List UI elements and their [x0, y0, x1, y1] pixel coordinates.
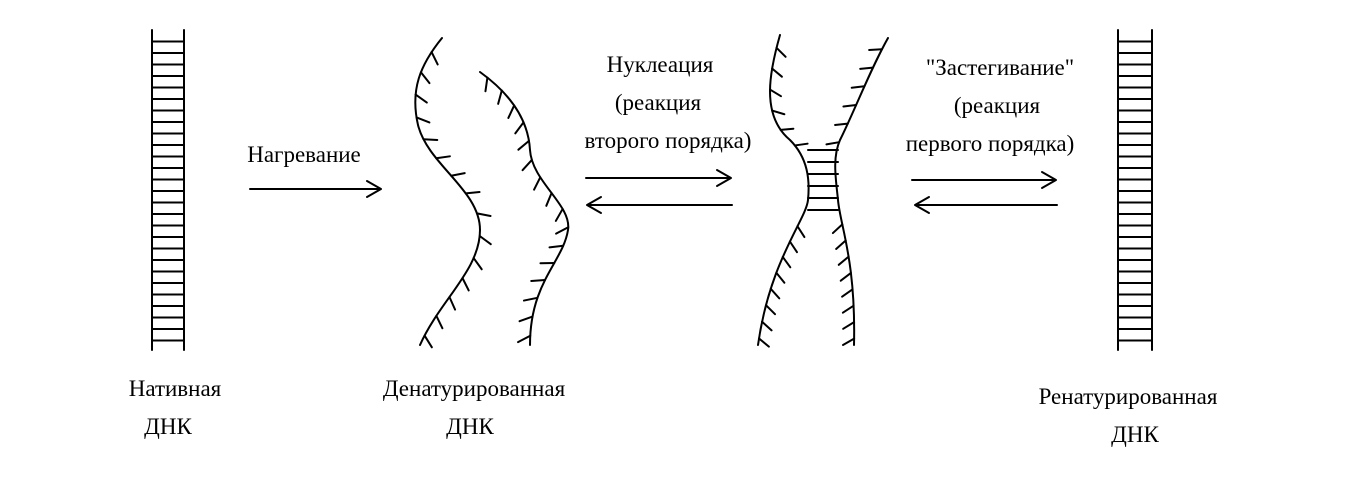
nucleation-label-line3: второго порядка)	[585, 128, 752, 153]
renatured-label-line1: Ренатурированная	[1039, 384, 1218, 409]
denatured-base-tick	[545, 192, 553, 207]
denatured-base-tick	[464, 191, 481, 195]
denatured-base-tick	[422, 138, 439, 141]
nucleated-base-tick	[842, 103, 858, 108]
nucleation-equilibrium-arrows	[585, 169, 733, 214]
denatured-base-tick	[514, 121, 525, 135]
nucleation-label-line1: Нуклеация	[607, 52, 714, 77]
denatured-base-tick	[435, 155, 451, 160]
heating-arrow	[249, 180, 382, 198]
nucleated-base-tick	[859, 66, 874, 70]
nucleated-base-tick	[835, 239, 847, 250]
nucleated-base-tick	[850, 85, 866, 89]
native-label-line1: Нативная	[129, 376, 222, 401]
nucleated-base-tick	[769, 88, 782, 98]
nucleated-base-tick	[771, 109, 786, 116]
denatured-base-tick	[497, 89, 503, 105]
denatured-base-tick	[530, 278, 547, 282]
denatured-base-tick	[484, 76, 489, 93]
zipping-equilibrium-arrows	[911, 171, 1058, 214]
nucleated-base-tick	[793, 142, 809, 147]
denatured-base-tick	[522, 296, 539, 302]
zipping-label-line1: "Застегивание"	[926, 55, 1074, 80]
nucleated-base-tick	[834, 122, 849, 126]
denatured-base-tick	[472, 257, 483, 271]
nucleation-label-line2: (реакция	[615, 90, 702, 115]
nucleated-base-tick	[761, 320, 773, 332]
renatured-label-line2: ДНК	[1111, 422, 1159, 447]
heating-label: Нагревание	[247, 142, 361, 167]
denatured-base-tick	[461, 277, 470, 292]
nucleated-base-tick	[825, 141, 841, 146]
denatured-base-tick	[423, 334, 433, 349]
nucleated-base-tick	[831, 223, 844, 235]
native-dna-ladder	[151, 29, 185, 351]
nucleated-base-tick	[868, 48, 883, 51]
nucleated-base-tick	[779, 127, 795, 131]
renatured-dna-ladder	[1117, 29, 1153, 351]
denatured-base-tick	[533, 176, 542, 191]
denatured-dna-strands	[414, 37, 570, 349]
zipping-label-line2: (реакция	[954, 93, 1041, 118]
nucleated-base-tick	[841, 288, 854, 298]
nucleated-base-tick	[757, 337, 770, 348]
denatured-label-line2: ДНК	[446, 414, 494, 439]
denatured-base-tick	[448, 296, 457, 311]
denatured-base-tick	[435, 314, 444, 330]
nucleated-base-tick	[771, 67, 783, 78]
denatured-label-line1: Денатурированная	[383, 376, 566, 401]
denatured-base-tick	[414, 93, 428, 104]
nucleated-base-tick	[839, 271, 852, 282]
denatured-base-tick	[430, 51, 439, 66]
nucleated-base-tick	[769, 287, 781, 300]
zipping-label-line3: первого порядка)	[906, 131, 1075, 156]
denatured-base-tick	[517, 139, 530, 151]
denatured-base-tick	[518, 315, 534, 323]
denatured-base-tick	[419, 71, 431, 85]
nucleated-base-tick	[842, 321, 856, 330]
nucleated-base-tick	[841, 337, 856, 346]
denatured-base-tick	[475, 212, 492, 217]
nucleated-base-tick	[775, 46, 787, 58]
denatured-base-tick	[450, 172, 466, 177]
nucleated-base-tick	[764, 304, 777, 316]
denatured-base-tick	[554, 207, 564, 222]
native-label-line2: ДНК	[144, 414, 192, 439]
denatured-base-tick	[521, 158, 533, 172]
denatured-base-tick	[507, 104, 516, 119]
nucleated-base-tick	[796, 225, 806, 239]
nucleated-base-tick	[775, 271, 786, 284]
denatured-base-tick	[415, 116, 431, 124]
nucleated-base-tick	[788, 240, 799, 254]
nucleated-base-tick	[841, 304, 855, 314]
nucleated-base-tick	[837, 255, 850, 266]
nucleated-base-tick	[781, 255, 792, 269]
denatured-base-tick	[548, 244, 565, 249]
denatured-base-tick	[516, 334, 532, 344]
denatured-base-tick	[555, 226, 570, 235]
denatured-base-tick	[478, 234, 492, 246]
nucleated-dna-intermediate	[757, 34, 889, 348]
